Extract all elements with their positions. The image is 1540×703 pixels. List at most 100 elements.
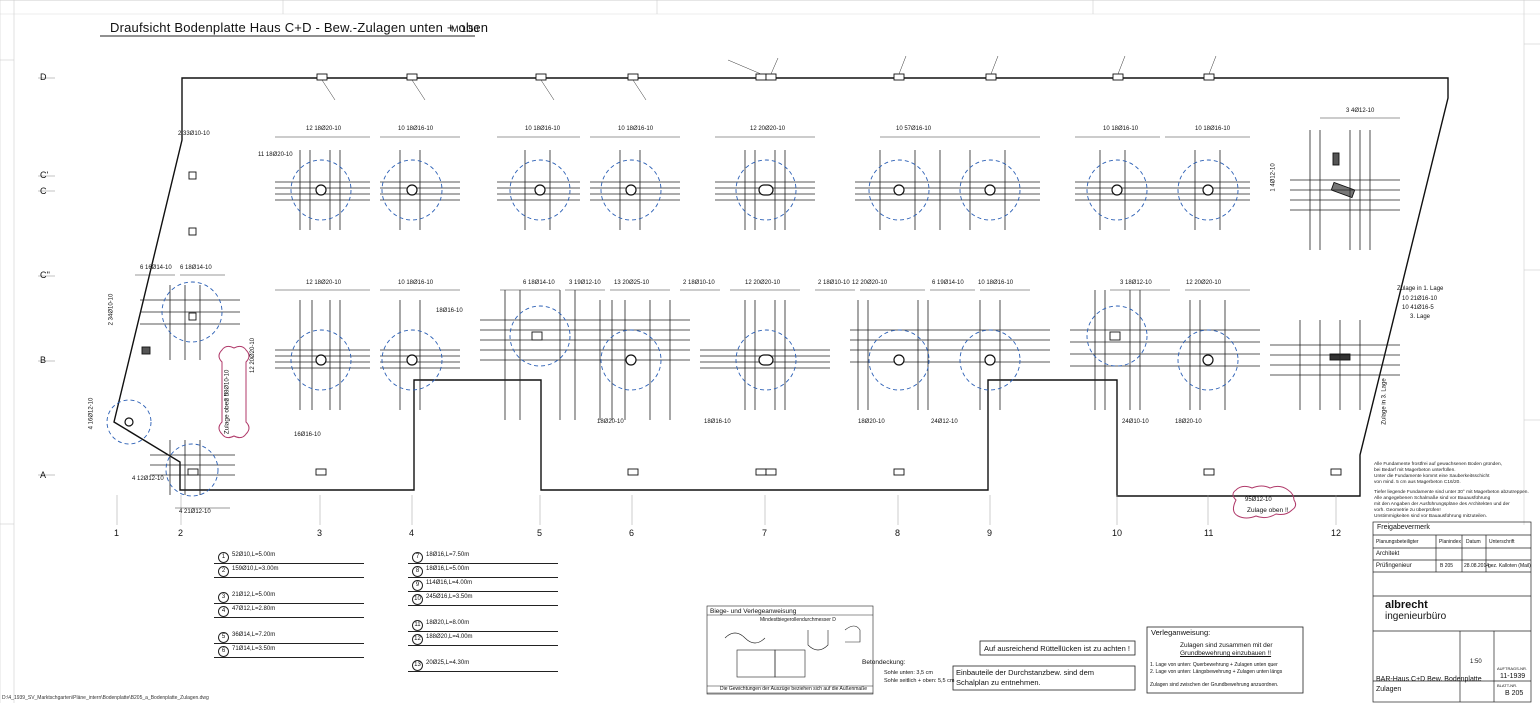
betondeckung-line2: Sohle seitlich + oben: 5,5 cm bbox=[884, 678, 955, 684]
warning-einbauteile-2: Schalplan zu entnehmen. bbox=[956, 678, 1041, 687]
bar-label: Zulage in 1. Lage bbox=[1397, 286, 1444, 292]
tb-col-header: Planindex bbox=[1439, 539, 1461, 545]
bar-label: Zulage in 3. Lage bbox=[1381, 378, 1388, 425]
bar-label: 3 19Ø12-10 bbox=[569, 280, 601, 286]
bar-label: 12 20Ø20-10 bbox=[852, 280, 888, 286]
grid-row-A: A bbox=[40, 470, 47, 480]
verlege-line4: 2. Lage von unten: Längsbewehrung + Zula… bbox=[1150, 669, 1283, 675]
tb-unterschrift: gez. Kalloten (Mail) bbox=[1488, 563, 1531, 569]
bar-label: 6 18Ø14-10 bbox=[523, 280, 555, 286]
bar-label: 18Ø20-10 bbox=[1175, 419, 1202, 425]
tb-project-sub: Zulagen bbox=[1376, 686, 1402, 693]
bar-label: 3 18Ø12-10 bbox=[1120, 280, 1152, 286]
bar-label: 10 57Ø16-10 bbox=[896, 126, 932, 132]
grid-col-6: 6 bbox=[629, 528, 635, 538]
bar-label: 4 16Ø12-10 bbox=[88, 397, 95, 430]
bar-label: 3. Lage bbox=[1410, 314, 1431, 320]
tb-pruefingenieur: Prüfingenieur bbox=[1376, 563, 1412, 569]
verlege-line3: 1. Lage von unten: Querbewehrung + Zulag… bbox=[1150, 662, 1278, 668]
bar-label: 10 18Ø16-10 bbox=[398, 280, 434, 286]
bar-label: 12 18Ø20-10 bbox=[306, 126, 342, 132]
tb-col-header: Planungsbeteiligter bbox=[1376, 539, 1419, 545]
bar-label: 10 18Ø16-10 bbox=[618, 126, 654, 132]
company-logo-line1: albrecht bbox=[1385, 599, 1428, 611]
company-logo-line2: ingenieurbüro bbox=[1385, 611, 1447, 622]
bar-label: 12 20Ø20-10 bbox=[745, 280, 781, 286]
bar-label: 13 20Ø25-10 bbox=[614, 280, 650, 286]
bar-label: 18Ø16-10 bbox=[704, 419, 731, 425]
grid-row-B: B bbox=[40, 355, 47, 365]
zulage-oben-note: Zulage oben !! bbox=[223, 392, 231, 435]
bar-label: 2 18Ø10-10 bbox=[818, 280, 850, 286]
bar-label: 2 33Ø10-10 bbox=[178, 131, 210, 137]
bar-label: 18Ø16-10 bbox=[436, 308, 463, 314]
grid-col-10: 10 bbox=[1112, 528, 1123, 538]
bar-label: 10 18Ø16-10 bbox=[1195, 126, 1231, 132]
grid-row-C-prime: C' bbox=[40, 170, 49, 180]
bar-label: 10 18Ø16-10 bbox=[1103, 126, 1139, 132]
tb-architekt: Architekt bbox=[1376, 551, 1400, 557]
bar-label: 6 19Ø14-10 bbox=[932, 280, 964, 286]
tb-blatt-label: BLATT-NR. bbox=[1497, 683, 1518, 688]
bar-label: 3 4Ø12-10 bbox=[1346, 108, 1375, 114]
bar-label: 4 21Ø12-10 bbox=[179, 509, 211, 515]
verlege-title: Verleganweisung: bbox=[1151, 628, 1211, 637]
bar-label: 6 18Ø14-10 bbox=[180, 265, 212, 271]
grid-row-D: D bbox=[40, 72, 47, 82]
grid-col-8: 8 bbox=[895, 528, 901, 538]
tb-col-header: Unterschrift bbox=[1489, 539, 1515, 545]
bar-label: 18Ø20-10 bbox=[858, 419, 885, 425]
bar-label: 10 18Ø16-10 bbox=[525, 126, 561, 132]
grid-col-12: 12 bbox=[1331, 528, 1342, 538]
grid-col-2: 2 bbox=[178, 528, 184, 538]
bar-label: 24Ø12-10 bbox=[931, 419, 958, 425]
bar-label: 24Ø10-10 bbox=[1122, 419, 1149, 425]
biege-subtitle: Mindestbiegerollendurchmesser D bbox=[760, 617, 836, 623]
tb-massstab: 1:50 bbox=[1470, 659, 1482, 665]
freigabe-label: Freigabevermerk bbox=[1377, 524, 1430, 531]
grid-row-C-double-prime: C'' bbox=[40, 270, 50, 280]
tb-auftrag: 11-1939 bbox=[1500, 673, 1526, 680]
biege-footer: Die Gewichtungen der Auszüge beziehen si… bbox=[720, 686, 868, 692]
verlege-line2: Grundbewehrung einzubauen !! bbox=[1180, 650, 1272, 657]
betondeckung-title: Betondeckung: bbox=[862, 659, 906, 666]
bar-label: 10 18Ø16-10 bbox=[978, 280, 1014, 286]
tb-planindex: B 205 bbox=[1440, 563, 1454, 569]
grid-row-C: C bbox=[40, 186, 47, 196]
verlege-line5: Zulagen sind zwischen der Grundbewehrung… bbox=[1150, 682, 1279, 688]
grid-col-11: 11 bbox=[1204, 528, 1214, 538]
warning-einbauteile-1: Einbauteile der Durchstanzbew. sind dem bbox=[956, 668, 1094, 677]
bar-label: 18Ø20-10 bbox=[597, 419, 624, 425]
bar-label: 12 20Ø20-10 bbox=[750, 126, 786, 132]
tb-datum: 28.08.2014 bbox=[1464, 563, 1490, 569]
bar-label: 16Ø16-10 bbox=[294, 432, 321, 438]
bar-label: 2 18Ø10-10 bbox=[683, 280, 715, 286]
bar-label: 10 41Ø16-5 bbox=[1402, 305, 1434, 311]
bar-label: 12 18Ø20-10 bbox=[306, 280, 342, 286]
bar-label: 12 20Ø20-10 bbox=[1186, 280, 1222, 286]
drawing-title: Draufsicht Bodenplatte Haus C+D - Bew.-Z… bbox=[110, 20, 489, 35]
grid-col-5: 5 bbox=[537, 528, 543, 538]
biege-title: Biege- und Verlegeanweisung bbox=[710, 608, 797, 615]
bar-label: 12 20Ø20-10 bbox=[250, 337, 257, 374]
grid-col-3: 3 bbox=[317, 528, 323, 538]
warning-ruettelluecken: Auf ausreichend Rüttellücken ist zu acht… bbox=[984, 644, 1130, 653]
verlege-line1: Zulagen sind zusammen mit der bbox=[1180, 642, 1273, 649]
bar-label: 10 21Ø16-10 bbox=[1402, 296, 1438, 302]
bar-label: 10 18Ø16-10 bbox=[398, 126, 434, 132]
general-notes: Alle Fundamente frostfrei auf gewachsene… bbox=[1374, 462, 1529, 519]
betondeckung-line1: Sohle unten: 3,5 cm bbox=[884, 670, 933, 676]
bar-label: 6 16Ø14-10 bbox=[140, 265, 172, 271]
tb-auftrag-label: AUFTRAGS-NR. bbox=[1497, 666, 1527, 671]
